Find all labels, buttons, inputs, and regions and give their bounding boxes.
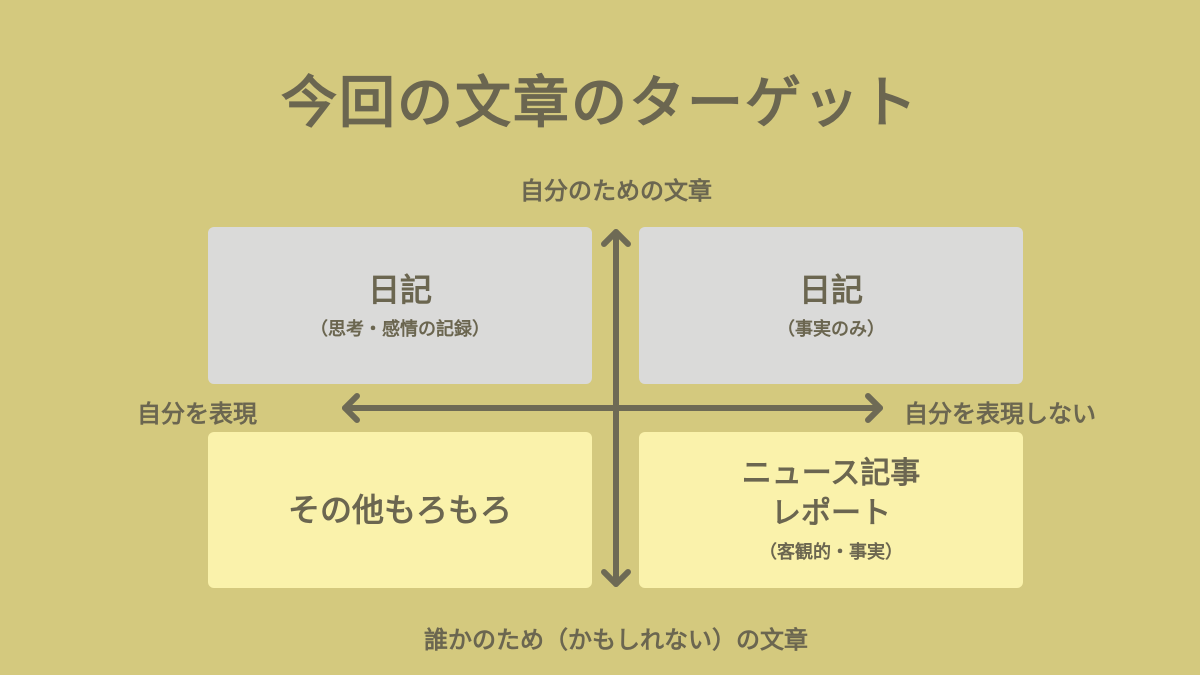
axis-label-bottom: 誰かのため（かもしれない）の文章 xyxy=(424,626,808,654)
vertical-axis-arrowhead-top xyxy=(601,229,631,247)
horizontal-axis-arrowhead-right xyxy=(865,393,883,423)
quadrant-top-left: 日記 （思考・感情の記録） xyxy=(208,227,592,384)
quadrant-bottom-right: ニュース記事 レポート （客観的・事実） xyxy=(639,432,1023,588)
quadrant-title: 日記 xyxy=(798,270,863,309)
horizontal-axis-arrowhead-left xyxy=(342,393,360,423)
quadrant-subtitle: （客観的・事実） xyxy=(759,542,903,563)
quadrant-subtitle: （事実のみ） xyxy=(777,318,885,340)
quadrant-title-line2: レポート xyxy=(771,496,891,531)
quadrant-subtitle: （思考・感情の記録） xyxy=(310,318,490,340)
axis-label-right: 自分を表現しない xyxy=(904,400,1096,428)
quadrant-title-line1: ニュース記事 xyxy=(741,456,921,491)
axis-label-left: 自分を表現 xyxy=(137,400,257,428)
quadrant-top-right: 日記 （事実のみ） xyxy=(639,227,1023,384)
quadrant-title: その他もろもろ xyxy=(287,491,512,529)
quadrant-title: 日記 xyxy=(367,270,432,309)
vertical-axis-arrowhead-bottom xyxy=(601,569,631,587)
quadrant-bottom-left: その他もろもろ xyxy=(208,432,592,588)
axis-label-top: 自分のための文章 xyxy=(520,177,712,205)
page-title: 今回の文章のターゲット xyxy=(281,71,919,136)
